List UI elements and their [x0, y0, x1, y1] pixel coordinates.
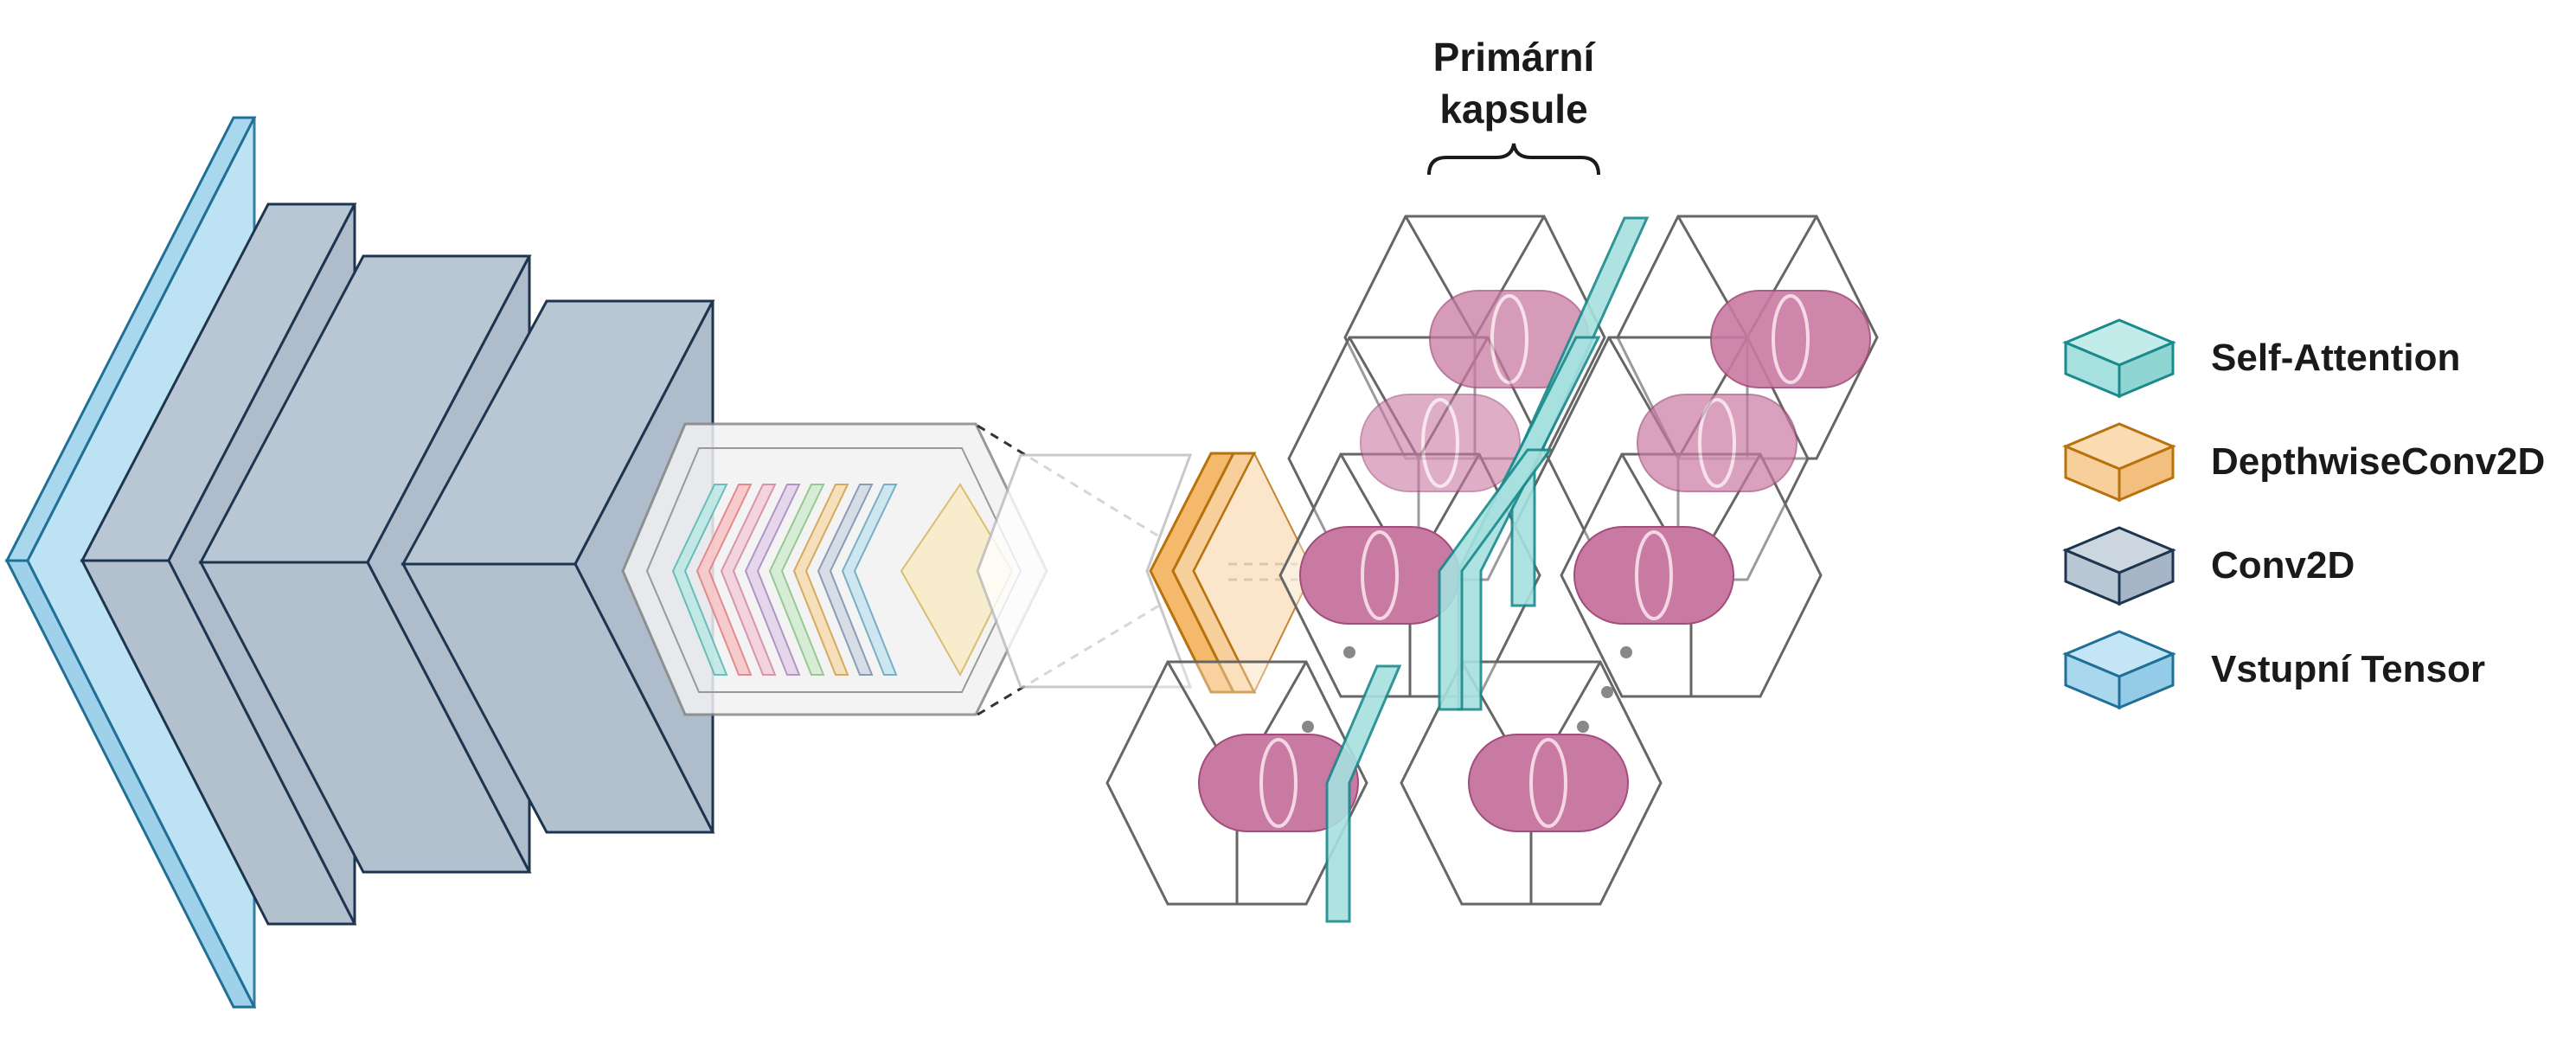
legend-item-input-tensor: Vstupní Tensor: [2062, 630, 2485, 710]
legend-label-self-attention: Self-Attention: [2211, 337, 2460, 379]
capsule-pill-3: [1360, 394, 1521, 492]
brace-icon: [1427, 143, 1600, 176]
title-line-1: Primární: [1433, 35, 1597, 80]
legend: Self-Attention DepthwiseConv2D Conv2D: [2062, 318, 2545, 710]
input-tensor-swatch-icon: [2062, 630, 2176, 710]
capsule-pill-2: [1710, 290, 1871, 388]
depthwise-swatch-icon: [2062, 422, 2176, 503]
capsule-pill-5: [1299, 526, 1460, 625]
legend-label-depthwise: DepthwiseConv2D: [2211, 440, 2545, 483]
capsule-pill-6: [1573, 526, 1734, 625]
self-attention-swatch-icon: [2062, 318, 2176, 399]
conv2d-swatch-icon: [2062, 526, 2176, 606]
legend-label-input-tensor: Vstupní Tensor: [2211, 648, 2485, 690]
dot-marker-5: [1577, 721, 1589, 733]
primary-capsules-title: Primární kapsule: [1427, 35, 1600, 176]
stacked-sublayers: [671, 483, 1014, 677]
dot-marker-3: [1302, 721, 1314, 733]
capsule-pill-7: [1198, 734, 1359, 832]
primary-capsules-grid: [1105, 215, 1879, 923]
legend-item-self-attention: Self-Attention: [2062, 318, 2460, 399]
legend-item-depthwise: DepthwiseConv2D: [2062, 422, 2545, 503]
dot-marker-4: [1601, 686, 1613, 698]
self-attention-slab-bottom: [1325, 664, 1402, 923]
legend-label-conv2d: Conv2D: [2211, 544, 2355, 587]
ghost-block: [976, 453, 1193, 689]
capsule-pill-4: [1637, 394, 1797, 492]
legend-item-conv2d: Conv2D: [2062, 526, 2355, 606]
capsule-pill-8: [1468, 734, 1629, 832]
title-line-2: kapsule: [1439, 87, 1587, 132]
self-attention-slab-low: [1438, 448, 1553, 711]
dot-marker-2: [1620, 646, 1632, 658]
dot-marker-1: [1343, 646, 1355, 658]
